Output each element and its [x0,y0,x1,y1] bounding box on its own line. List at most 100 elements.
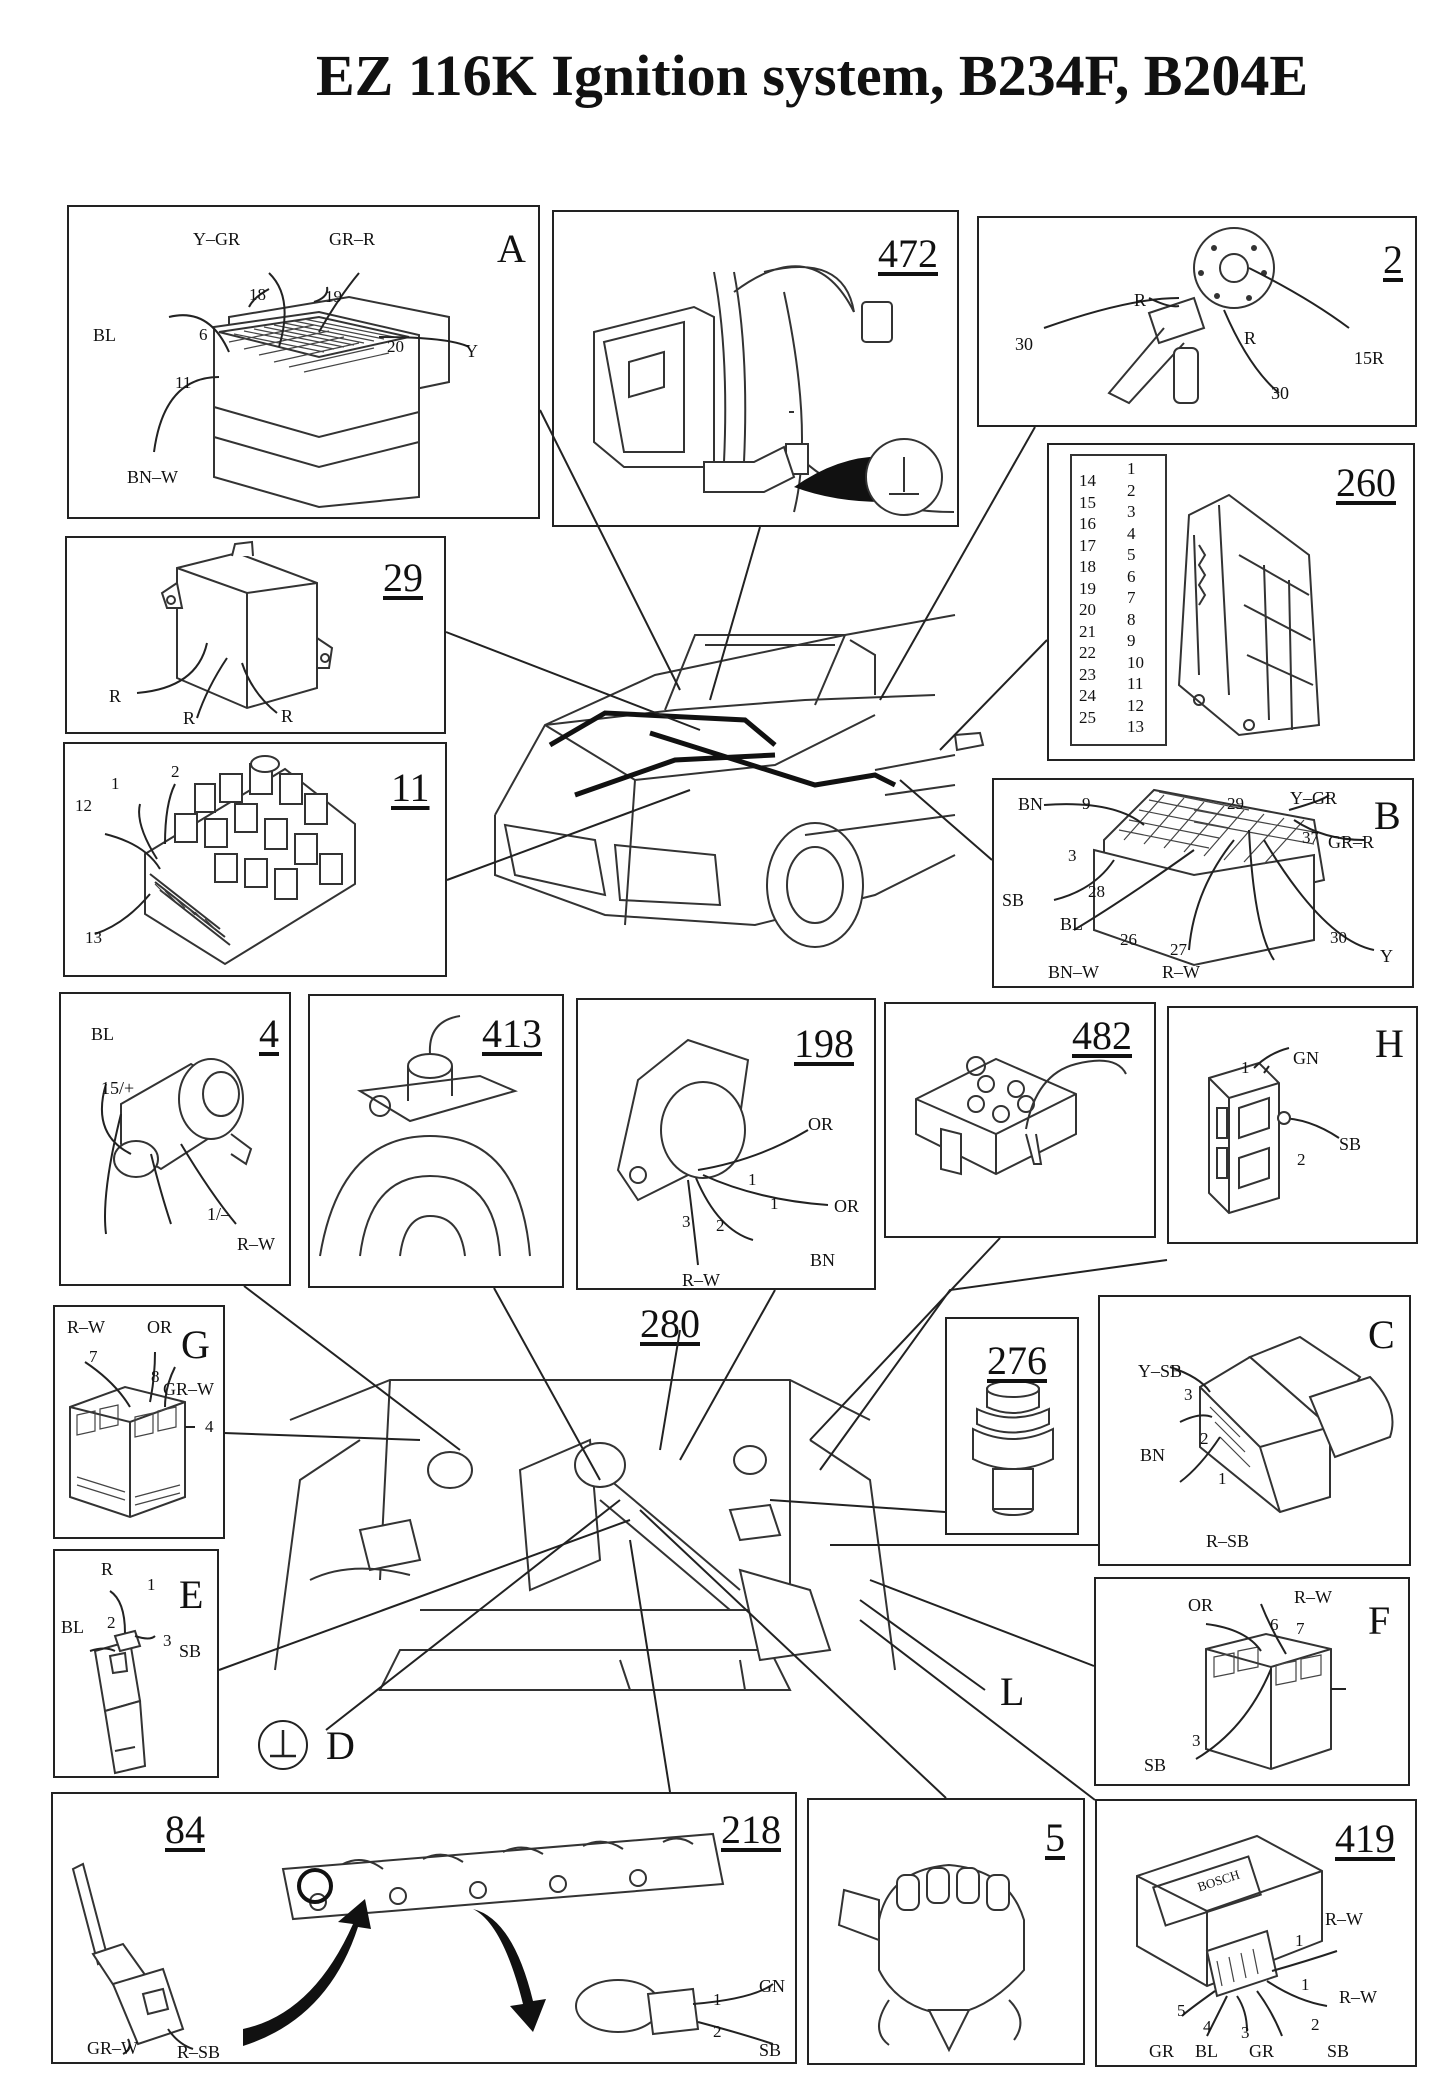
pin-number: 13 [85,928,102,947]
wire-label: OR [1188,1595,1214,1615]
pin-number: 16 [1079,514,1096,533]
pin-number: 2 [107,1613,116,1632]
sensor-drawing [616,1038,829,1266]
relay-drawing [136,540,334,719]
panel-4-ignition-coil: 4 BL 15/+ 1/– R–W [59,992,291,1286]
sensor-drawing [319,1015,531,1257]
pin-number: 30 [1330,928,1347,947]
pin-number: 2 [1297,1150,1306,1169]
connector-drawing [1195,1603,1346,1771]
sensors-drawing [71,1832,774,2055]
pin-number: 6 [1127,566,1136,586]
pin-number: 6 [1270,1615,1279,1634]
connector-drawing [153,272,470,509]
panel-letter: G [181,1322,210,1367]
connector-drawing [1169,1335,1394,1514]
ignition-module-drawing [1136,1834,1338,2037]
panel-482-ground-point: 482 [884,1002,1156,1238]
ground-point-drawing [915,1056,1127,1176]
panel-84-218-sensors: 84 218 GR–W R–SB 1 GN 2 SB [51,1792,797,2064]
component-number: 276 [987,1338,1047,1383]
pin-number: 12 [1127,695,1144,715]
panel-29-relay: 29 R R R [65,536,446,734]
wire-label: GR [1149,2041,1175,2061]
component-number: 260 [1336,460,1396,505]
pin-number: 1 [111,774,120,793]
pin-number: 9 [1082,794,1091,813]
wire-label: R–SB [177,2042,221,2062]
wire-label: 15/+ [101,1078,135,1098]
panel-letter: F [1368,1598,1391,1643]
pin-number: 3 [163,1631,172,1650]
pin-number: 1 [1241,1058,1250,1077]
pin-number: 1 [1218,1469,1227,1488]
pin-number: 2 [1311,2015,1320,2034]
wire-label: R [281,706,294,726]
pin-number: 2 [171,762,180,781]
wire-label: R–W [1294,1587,1332,1607]
component-number: 2 [1383,237,1403,282]
pin-number: 10 [1127,652,1144,672]
wire-label: R–SB [1206,1531,1250,1551]
wire-label: BL [91,1024,115,1044]
panel-letter: H [1375,1021,1404,1066]
pin-number: 24 [1079,686,1096,705]
component-number: 413 [482,1011,542,1056]
wire-label: R–W [1162,962,1200,982]
ignition-switch-drawing [1043,227,1350,405]
pin-number: 23 [1079,664,1096,684]
panel-413-sensor: 413 [308,994,564,1288]
pin-number: 9 [1127,631,1136,650]
distributor-drawing [837,1863,1025,2053]
pin-number: 19 [325,287,342,306]
pin-number: 22 [1079,643,1096,662]
pin-number: 11 [1127,674,1144,693]
pin-number: 21 [1079,621,1096,641]
panel-b-connector: B BN 9 29 Y–GR 37 GR–R 3 28 SB BL 26 27 … [992,778,1414,988]
panel-letter: A [497,226,526,271]
wire-label: GN [1293,1048,1319,1068]
control-unit-drawing [1070,454,1321,746]
pin-number: 6 [199,325,208,344]
wire-label: 1/– [207,1204,231,1224]
pin-number: 8 [1127,609,1136,629]
component-number: 29 [383,555,423,600]
pin-number: 4 [205,1417,214,1436]
pin-number: 2 [1127,480,1136,500]
wire-label: R–W [237,1234,275,1254]
ground-symbol-icon [258,1720,308,1770]
fuse-box-drawing [94,755,356,966]
pin-number: 27 [1170,940,1187,959]
wire-label: SB [179,1641,202,1661]
wire-label: GR–W [87,2038,138,2058]
panel-11-fuse-relay-box: 11 1 2 12 13 [63,742,447,977]
component-number: 11 [391,765,430,810]
panel-a-connector: A Y–GR GR–R 18 19 BL 6 20 Y 11 BN–W [67,205,540,519]
label-280: 280 [640,1301,700,1346]
pin-number: 29 [1227,794,1244,813]
pin-number: 20 [387,337,404,356]
pin-number: 7 [1296,1619,1305,1638]
wire-label: Y [1380,946,1393,966]
wire-label: 30 [1015,334,1033,354]
wire-label: Y–GR [1290,788,1338,808]
pin-number: 5 [1177,2001,1186,2020]
pin-number: 11 [175,373,192,392]
wire-label: BN–W [127,467,178,487]
component-number: 419 [1335,1816,1395,1861]
pin-number: 25 [1079,707,1096,727]
pin-number: 2 [1200,1429,1209,1448]
panel-f-connector: F OR R–W 6 7 3 SB [1094,1577,1410,1786]
pin-number: 8 [151,1367,160,1386]
wire-label: BL [93,325,117,345]
sensor-drawing [89,1590,156,1775]
car-overview-drawing [494,614,985,948]
wire-label: BN–W [1048,962,1099,982]
wire-label: BL [61,1617,85,1637]
pin-number: 28 [1088,882,1105,901]
page-title: EZ 116K Ignition system, B234F, B204E [316,43,1309,108]
label-d: D [326,1723,355,1768]
wire-label: OR [808,1114,834,1134]
pin-number: 1 [748,1170,757,1189]
panel-472-ground-point: 472 [552,210,959,527]
